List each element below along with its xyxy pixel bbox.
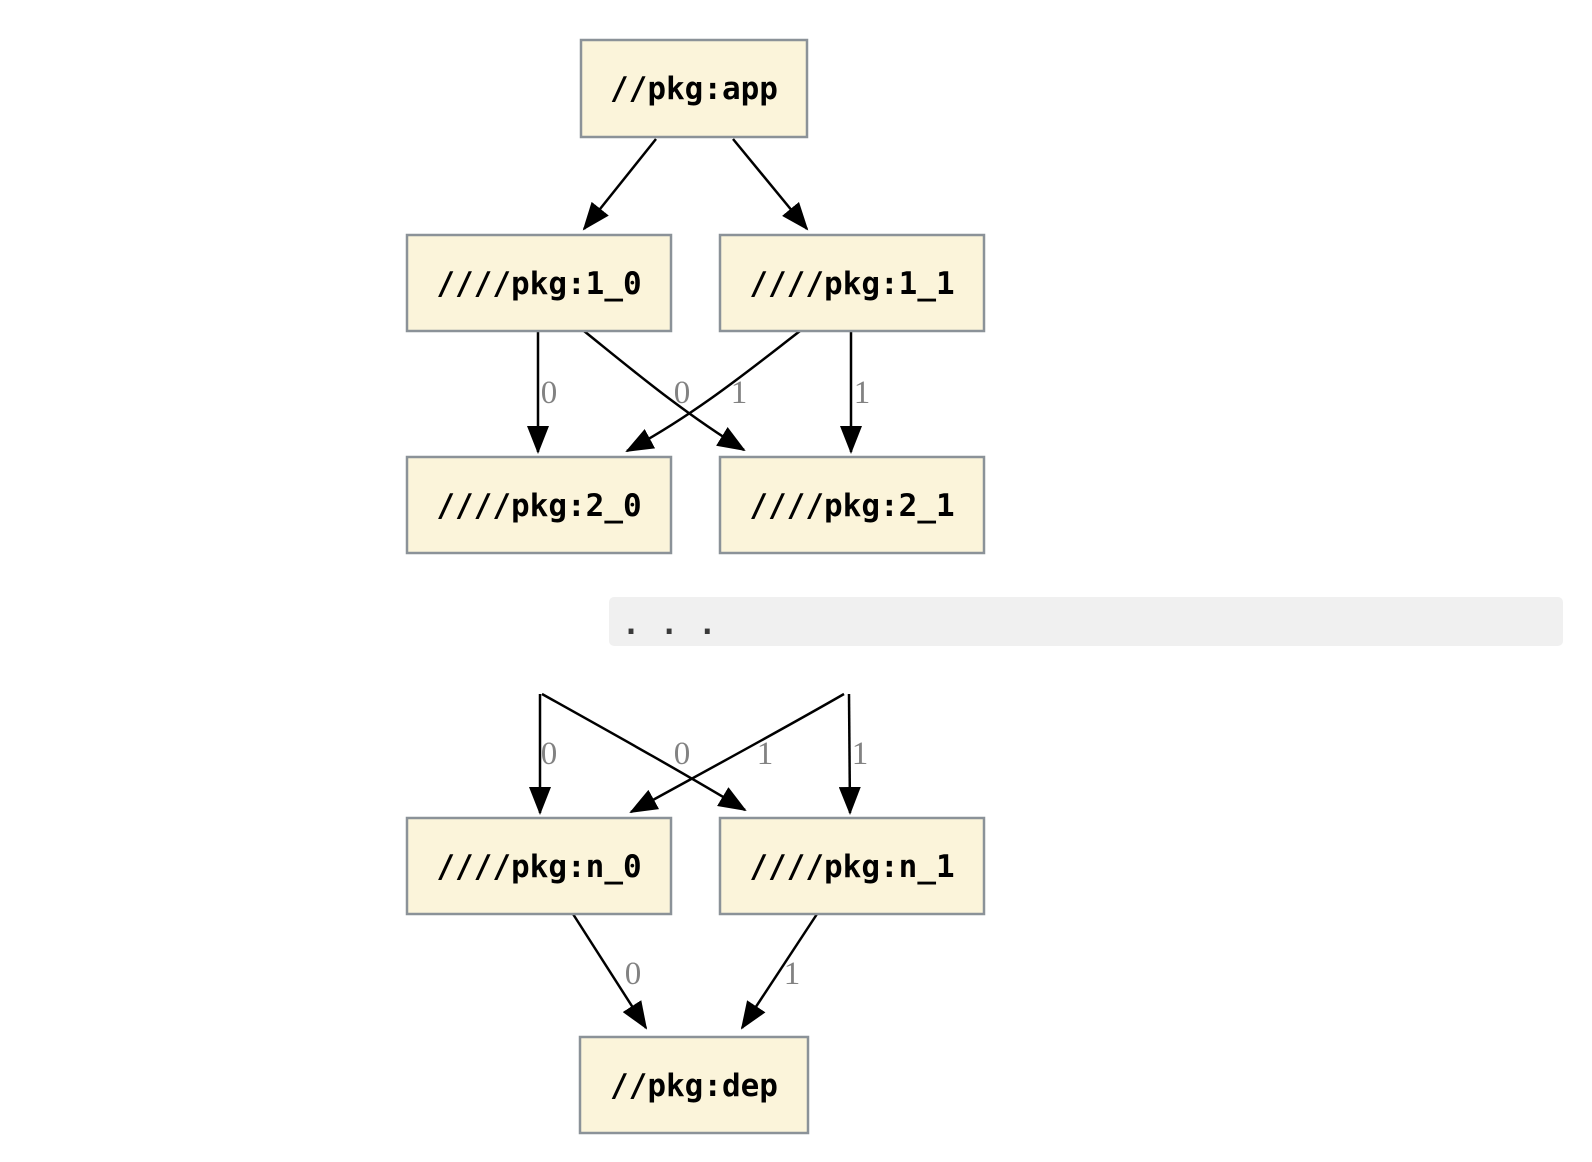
edge-label: 0 bbox=[541, 375, 558, 411]
edge-label: 1 bbox=[757, 736, 774, 772]
edge-label: 1 bbox=[731, 375, 748, 411]
edge-label: 1 bbox=[854, 375, 871, 411]
edge-labels-layer: 0 0 1 1 0 0 1 1 0 1 bbox=[541, 375, 871, 992]
node-pkg-n_1: ////pkg:n_1 bbox=[718, 816, 986, 916]
edge-label: 0 bbox=[625, 956, 642, 992]
nodes-layer: //pkg:app ////pkg:1_0 ////pkg:1_1 ////pk… bbox=[405, 38, 986, 1135]
edge-n_1-to-dep bbox=[740, 913, 819, 1030]
node-box bbox=[405, 233, 673, 333]
edge-label: 0 bbox=[674, 736, 691, 772]
node-pkg-1_1: ////pkg:1_1 bbox=[718, 233, 986, 333]
ellipsis-code-block: . . . bbox=[609, 597, 1563, 646]
node-box bbox=[405, 816, 673, 916]
node-box bbox=[718, 816, 986, 916]
node-pkg-n_0: ////pkg:n_0 bbox=[405, 816, 673, 916]
node-label: ////pkg:2_0 bbox=[436, 488, 641, 524]
node-box bbox=[578, 1035, 810, 1135]
edge-n_0-to-dep bbox=[571, 913, 648, 1030]
edge-label: 0 bbox=[674, 375, 691, 411]
node-label: //pkg:app bbox=[610, 71, 778, 107]
node-box bbox=[718, 455, 986, 555]
edge-ellipsis-to-n_1-vertical bbox=[838, 693, 861, 815]
edge-app-to-1_0 bbox=[582, 138, 657, 231]
node-label: ////pkg:2_1 bbox=[749, 488, 954, 524]
node-label: ////pkg:1_1 bbox=[749, 266, 954, 302]
ellipsis-text: . . . bbox=[622, 607, 718, 642]
node-label: ////pkg:n_1 bbox=[749, 849, 954, 885]
node-pkg-dep: //pkg:dep bbox=[578, 1035, 810, 1135]
edge-1_1-to-2_0 bbox=[625, 330, 801, 453]
node-box bbox=[718, 233, 986, 333]
edge-label: 1 bbox=[784, 956, 801, 992]
edge-1_0-to-2_1 bbox=[583, 330, 746, 452]
edge-ellipsis-to-n_1-cross bbox=[541, 692, 747, 812]
edges-layer bbox=[527, 138, 862, 1030]
node-label: ////pkg:1_0 bbox=[436, 266, 641, 302]
edge-label: 1 bbox=[852, 736, 869, 772]
node-label: ////pkg:n_0 bbox=[436, 849, 641, 885]
edge-label: 0 bbox=[541, 736, 558, 772]
edge-app-to-1_1 bbox=[732, 138, 809, 231]
edge-ellipsis-to-n_0-cross bbox=[629, 692, 845, 814]
node-pkg-2_1: ////pkg:2_1 bbox=[718, 455, 986, 555]
node-pkg-1_0: ////pkg:1_0 bbox=[405, 233, 673, 333]
node-box bbox=[579, 38, 809, 139]
node-pkg-2_0: ////pkg:2_0 bbox=[405, 455, 673, 555]
node-box bbox=[405, 455, 673, 555]
node-label: //pkg:dep bbox=[610, 1068, 778, 1104]
node-pkg-app: //pkg:app bbox=[579, 38, 809, 139]
